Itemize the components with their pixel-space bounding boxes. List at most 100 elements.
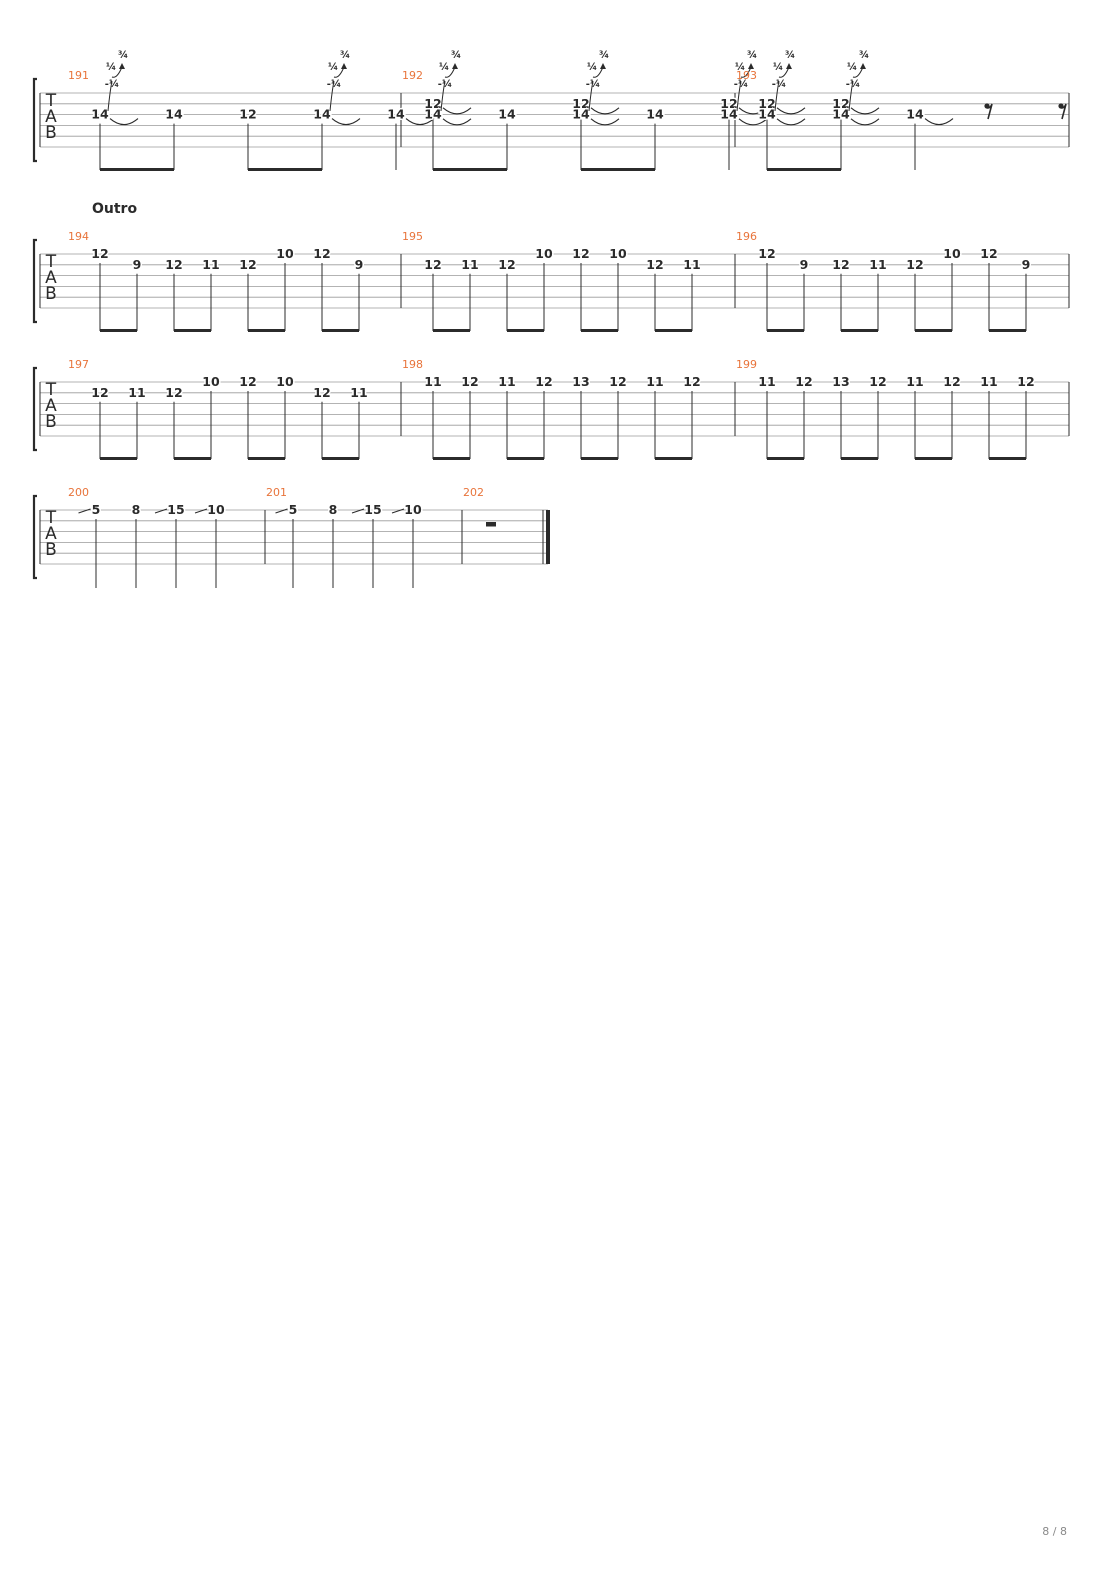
measure-number: 197	[68, 358, 89, 371]
note-beam	[841, 329, 878, 332]
fret-number: 14	[758, 107, 776, 122]
note-beam	[581, 457, 618, 460]
bend-label: ¾	[859, 50, 869, 61]
bend-label: ¼	[773, 61, 783, 73]
eighth-rest	[1060, 103, 1067, 120]
measure-number: 199	[736, 358, 757, 371]
system-bracket	[32, 77, 37, 163]
tab-clef-letter: B	[45, 123, 57, 143]
fret-number: 14	[498, 107, 516, 122]
bend-arrow	[600, 63, 606, 69]
bend-curve	[588, 80, 594, 112]
tie-curve	[850, 118, 880, 126]
tab-clef-letter: T	[45, 91, 57, 111]
fret-number: 11	[461, 257, 478, 272]
measure-number: 191	[68, 69, 89, 82]
fret-number: 12	[572, 96, 589, 111]
fret-number: 11	[683, 257, 700, 272]
fret-number: 11	[128, 385, 145, 400]
fret-number: 5	[92, 502, 101, 517]
tie-curve	[405, 118, 435, 126]
fret-number: 14	[646, 107, 664, 122]
fret-number: 10	[609, 246, 627, 261]
bend-label: ¾	[118, 50, 128, 61]
note-beam	[841, 457, 878, 460]
measure-number: 198	[402, 358, 423, 371]
bend-curve	[107, 80, 113, 112]
fret-number: 10	[535, 246, 553, 261]
fret-number: 5	[289, 502, 298, 517]
fret-number: 13	[572, 374, 589, 389]
tab-clef-letter: A	[45, 268, 57, 288]
bend-label: ¼	[328, 61, 338, 73]
note-beam	[248, 457, 285, 460]
fret-number: 14	[832, 107, 850, 122]
note-beam	[915, 457, 952, 460]
fret-number: 8	[329, 502, 338, 517]
fret-number: 12	[795, 374, 812, 389]
note-beam	[248, 329, 285, 332]
fret-number: 11	[424, 374, 441, 389]
bend-curve	[848, 80, 854, 112]
measure-number: 195	[402, 230, 423, 243]
note-beam	[655, 329, 692, 332]
system-bracket	[32, 494, 37, 580]
note-beam	[322, 457, 359, 460]
fret-number: 9	[1022, 257, 1031, 272]
tie-curve	[590, 107, 620, 115]
bend-label: ¼	[735, 61, 745, 73]
slide-mark	[351, 508, 365, 514]
measure-number: 200	[68, 486, 89, 499]
fret-number: 14	[572, 107, 590, 122]
tab-clef-letter: B	[45, 540, 57, 560]
tab-clef-letter: T	[45, 380, 57, 400]
fret-number: 12	[646, 257, 663, 272]
bend-label: -¼	[846, 78, 861, 90]
tie-curve	[850, 107, 880, 115]
fret-number: 12	[498, 257, 515, 272]
fret-number: 9	[133, 257, 142, 272]
bend-label: -¼	[772, 78, 787, 90]
bend-label: -¼	[734, 78, 749, 90]
fret-number: 12	[91, 385, 108, 400]
tie-curve	[738, 107, 768, 115]
note-beam	[655, 457, 692, 460]
fret-number: 12	[572, 246, 589, 261]
bend-curve	[774, 80, 780, 112]
note-beam	[174, 329, 211, 332]
bend-label: ¼	[439, 61, 449, 73]
bend-label: ¾	[747, 50, 757, 61]
tie-curve	[109, 118, 139, 126]
fret-number: 10	[276, 374, 294, 389]
fret-number: 12	[424, 96, 441, 111]
fret-number: 12	[239, 374, 256, 389]
bend-label: -¼	[327, 78, 342, 90]
tie-curve	[442, 118, 472, 126]
tie-curve	[442, 107, 472, 115]
fret-number: 15	[364, 502, 381, 517]
measure-number: 196	[736, 230, 757, 243]
bend-curve	[736, 80, 742, 112]
fret-number: 14	[387, 107, 405, 122]
note-beam	[507, 329, 544, 332]
eighth-rest	[986, 103, 993, 120]
bend-label: -¼	[438, 78, 453, 90]
bend-arrow	[119, 63, 125, 69]
fret-number: 12	[943, 374, 960, 389]
fret-number: 12	[609, 374, 626, 389]
fret-number: 14	[313, 107, 331, 122]
measure-number: 192	[402, 69, 423, 82]
fret-number: 12	[869, 374, 886, 389]
tab-clef-letter: T	[45, 252, 57, 272]
note-beam	[767, 168, 841, 171]
note-beam	[433, 168, 507, 171]
fret-number: 11	[498, 374, 515, 389]
fret-number: 12	[906, 257, 923, 272]
measure-number: 194	[68, 230, 89, 243]
fret-number: 12	[832, 257, 849, 272]
bend-arrow	[860, 63, 866, 69]
bend-label: ¼	[587, 61, 597, 73]
fret-number: 10	[276, 246, 294, 261]
fret-number: 14	[91, 107, 109, 122]
